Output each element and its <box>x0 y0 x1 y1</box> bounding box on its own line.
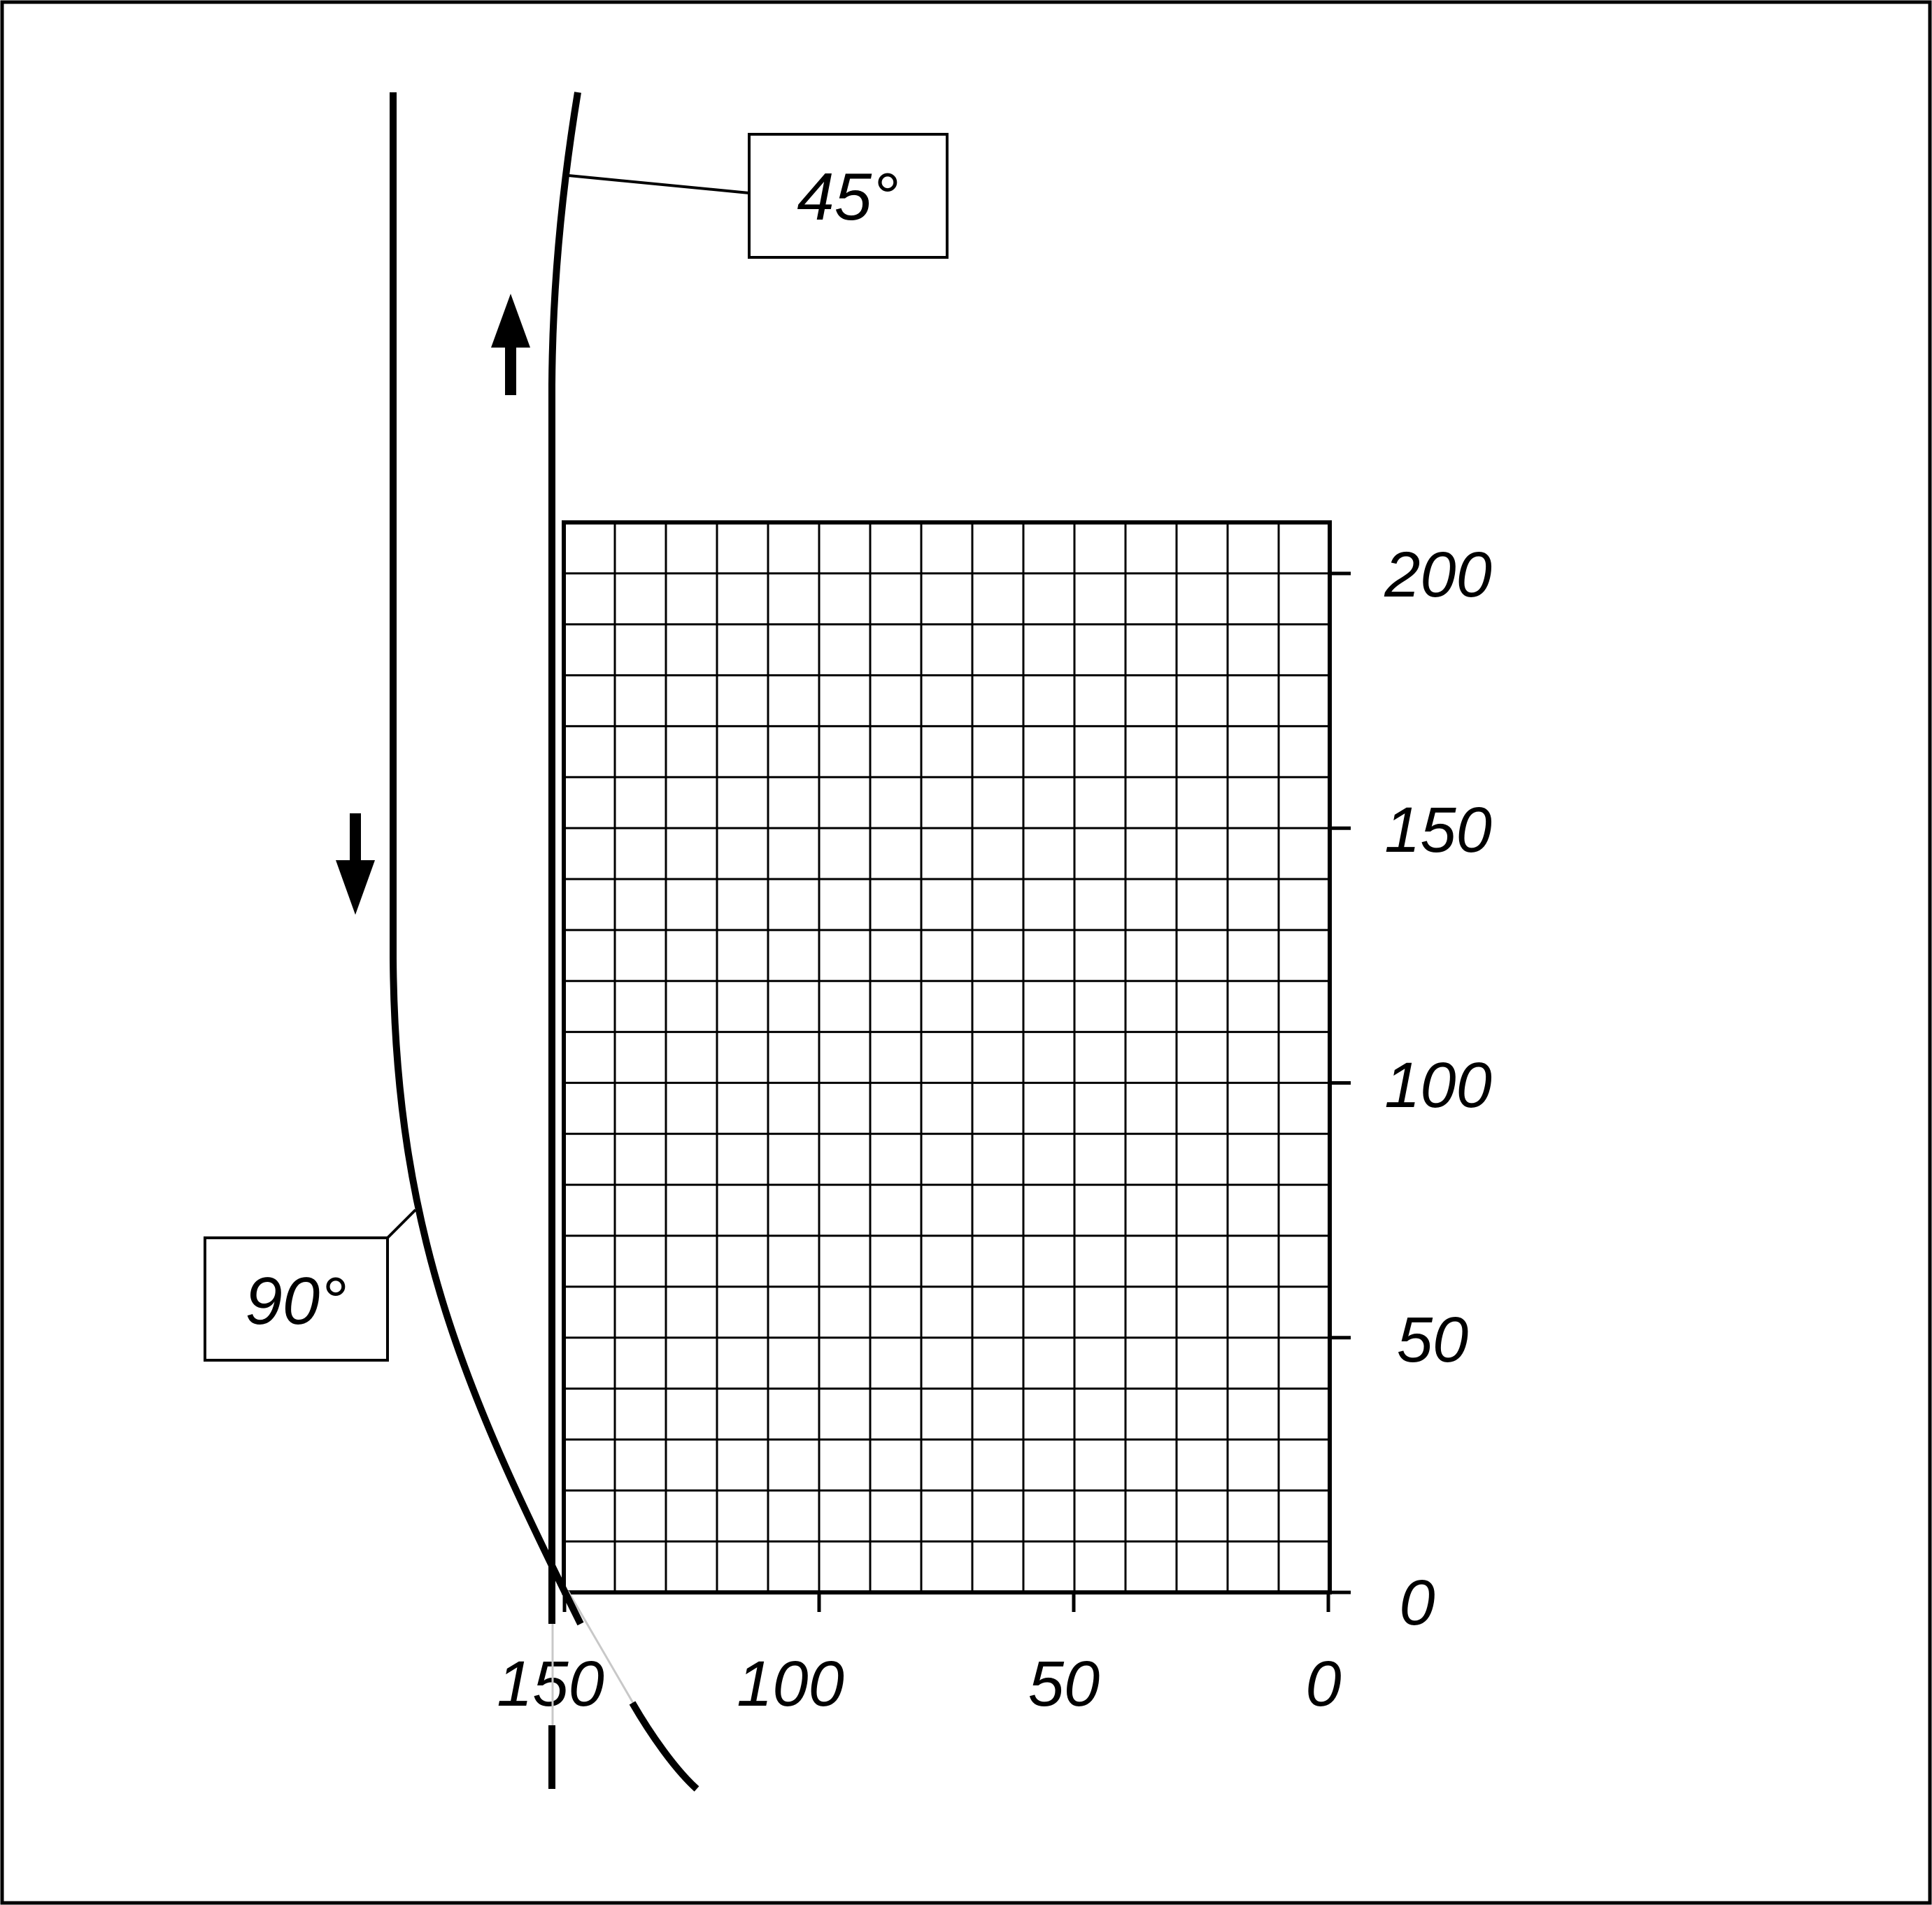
x-tick-label-100: 100 <box>737 1648 844 1720</box>
arrow-up-icon <box>491 294 530 395</box>
callout-90-label: 90° <box>245 1264 346 1339</box>
x-tick-label-50: 50 <box>1028 1648 1100 1720</box>
callout-45-leader <box>568 174 750 194</box>
callout-90-leader <box>386 1208 417 1239</box>
y-axis-ticks <box>1330 571 1351 1594</box>
grid-border <box>562 520 1332 1594</box>
arrow-down-icon <box>336 813 375 915</box>
cable-90-deg <box>390 92 584 1626</box>
x-axis-labels: 150 100 50 0 <box>497 1648 1341 1720</box>
y-axis-labels: 0 50 100 150 200 <box>1384 539 1492 1639</box>
cable-45-deg <box>548 92 581 1624</box>
x-axis-ticks <box>562 1592 1330 1612</box>
callout-90-box <box>204 1236 389 1362</box>
construction-line-diagonal <box>567 1590 634 1704</box>
cable-90-deg-tail <box>629 1701 699 1792</box>
y-tick-label-0: 0 <box>1399 1567 1435 1639</box>
y-tick-label-200: 200 <box>1384 539 1492 611</box>
callout-45-box <box>748 133 949 259</box>
measurement-grid <box>564 522 1330 1592</box>
y-tick-label-100: 100 <box>1384 1050 1492 1121</box>
y-tick-label-50: 50 <box>1397 1304 1468 1376</box>
y-tick-label-150: 150 <box>1384 794 1492 866</box>
callout-45-label: 45° <box>797 159 898 234</box>
x-tick-label-0: 0 <box>1305 1648 1341 1720</box>
x-tick-label-150: 150 <box>497 1648 604 1720</box>
